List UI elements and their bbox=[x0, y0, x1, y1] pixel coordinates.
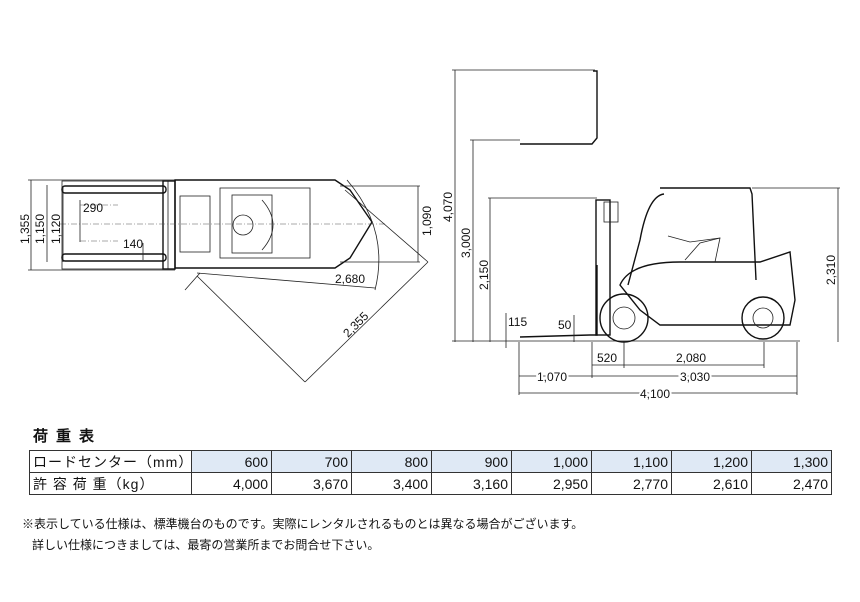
table-cell: 1,200 bbox=[671, 450, 752, 473]
dim-1090: 1,090 bbox=[420, 206, 434, 236]
table-cell: 2,770 bbox=[591, 472, 672, 495]
table-row-load-center: ロードセンター（mm） 600 700 800 900 1,000 1,100 … bbox=[29, 450, 832, 473]
dim-50: 50 bbox=[558, 318, 572, 332]
note-line-1: ※表示している仕様は、標準機台のものです。実際にレンタルされるものとは異なる場合… bbox=[22, 517, 584, 531]
dim-2080: 2,080 bbox=[676, 351, 706, 365]
dim-290: 290 bbox=[83, 201, 103, 215]
forklift-drawings: 1,355 1,150 1,120 290 140 1,090 2,680 2,… bbox=[18, 69, 840, 403]
dim-4100: 4,100 bbox=[640, 387, 670, 401]
row-label: ロードセンター（mm） bbox=[29, 450, 192, 473]
note-line-2: 詳しい仕様につきましては、最寄の営業所までお問合せ下さい。 bbox=[32, 538, 380, 552]
table-cell: 1,000 bbox=[511, 450, 592, 473]
dim-1355: 1,355 bbox=[18, 214, 32, 244]
table-cell: 800 bbox=[351, 450, 432, 473]
table-cell: 3,160 bbox=[431, 472, 512, 495]
table-cell: 4,000 bbox=[191, 472, 272, 495]
dim-115: 115 bbox=[508, 315, 527, 329]
dim-2680: 2,680 bbox=[335, 272, 365, 286]
row-label: 許 容 荷 重（kg） bbox=[29, 472, 192, 495]
table-cell: 600 bbox=[191, 450, 272, 473]
dim-4070: 4,070 bbox=[441, 192, 455, 222]
table-cell: 1,100 bbox=[591, 450, 672, 473]
dim-2150: 2,150 bbox=[477, 260, 491, 290]
dim-520: 520 bbox=[597, 351, 617, 365]
table-cell: 700 bbox=[271, 450, 352, 473]
table-cell: 3,400 bbox=[351, 472, 432, 495]
table-cell: 1,300 bbox=[751, 450, 832, 473]
table-cell: 2,950 bbox=[511, 472, 592, 495]
dim-140: 140 bbox=[123, 237, 143, 251]
dim-3030: 3,030 bbox=[680, 370, 710, 384]
side-view-drawing: 4,070 3,000 2,150 2,310 115 50 520 2,080… bbox=[441, 69, 840, 403]
table-cell: 900 bbox=[431, 450, 512, 473]
table-cell: 3,670 bbox=[271, 472, 352, 495]
dim-2310: 2,310 bbox=[824, 255, 838, 285]
load-table-title: 荷重表 bbox=[33, 428, 103, 445]
top-view-drawing: 1,355 1,150 1,120 290 140 1,090 2,680 2,… bbox=[18, 179, 434, 383]
dim-2355: 2,355 bbox=[340, 309, 371, 340]
dim-3000: 3,000 bbox=[459, 228, 473, 258]
table-cell: 2,470 bbox=[751, 472, 832, 495]
dim-1120: 1,120 bbox=[49, 214, 63, 244]
table-cell: 2,610 bbox=[671, 472, 752, 495]
dim-1150: 1,150 bbox=[33, 214, 47, 244]
table-row-allowable-load: 許 容 荷 重（kg） 4,000 3,670 3,400 3,160 2,95… bbox=[29, 472, 832, 495]
load-table: ロードセンター（mm） 600 700 800 900 1,000 1,100 … bbox=[29, 450, 832, 495]
dim-1070: 1,070 bbox=[537, 370, 567, 384]
